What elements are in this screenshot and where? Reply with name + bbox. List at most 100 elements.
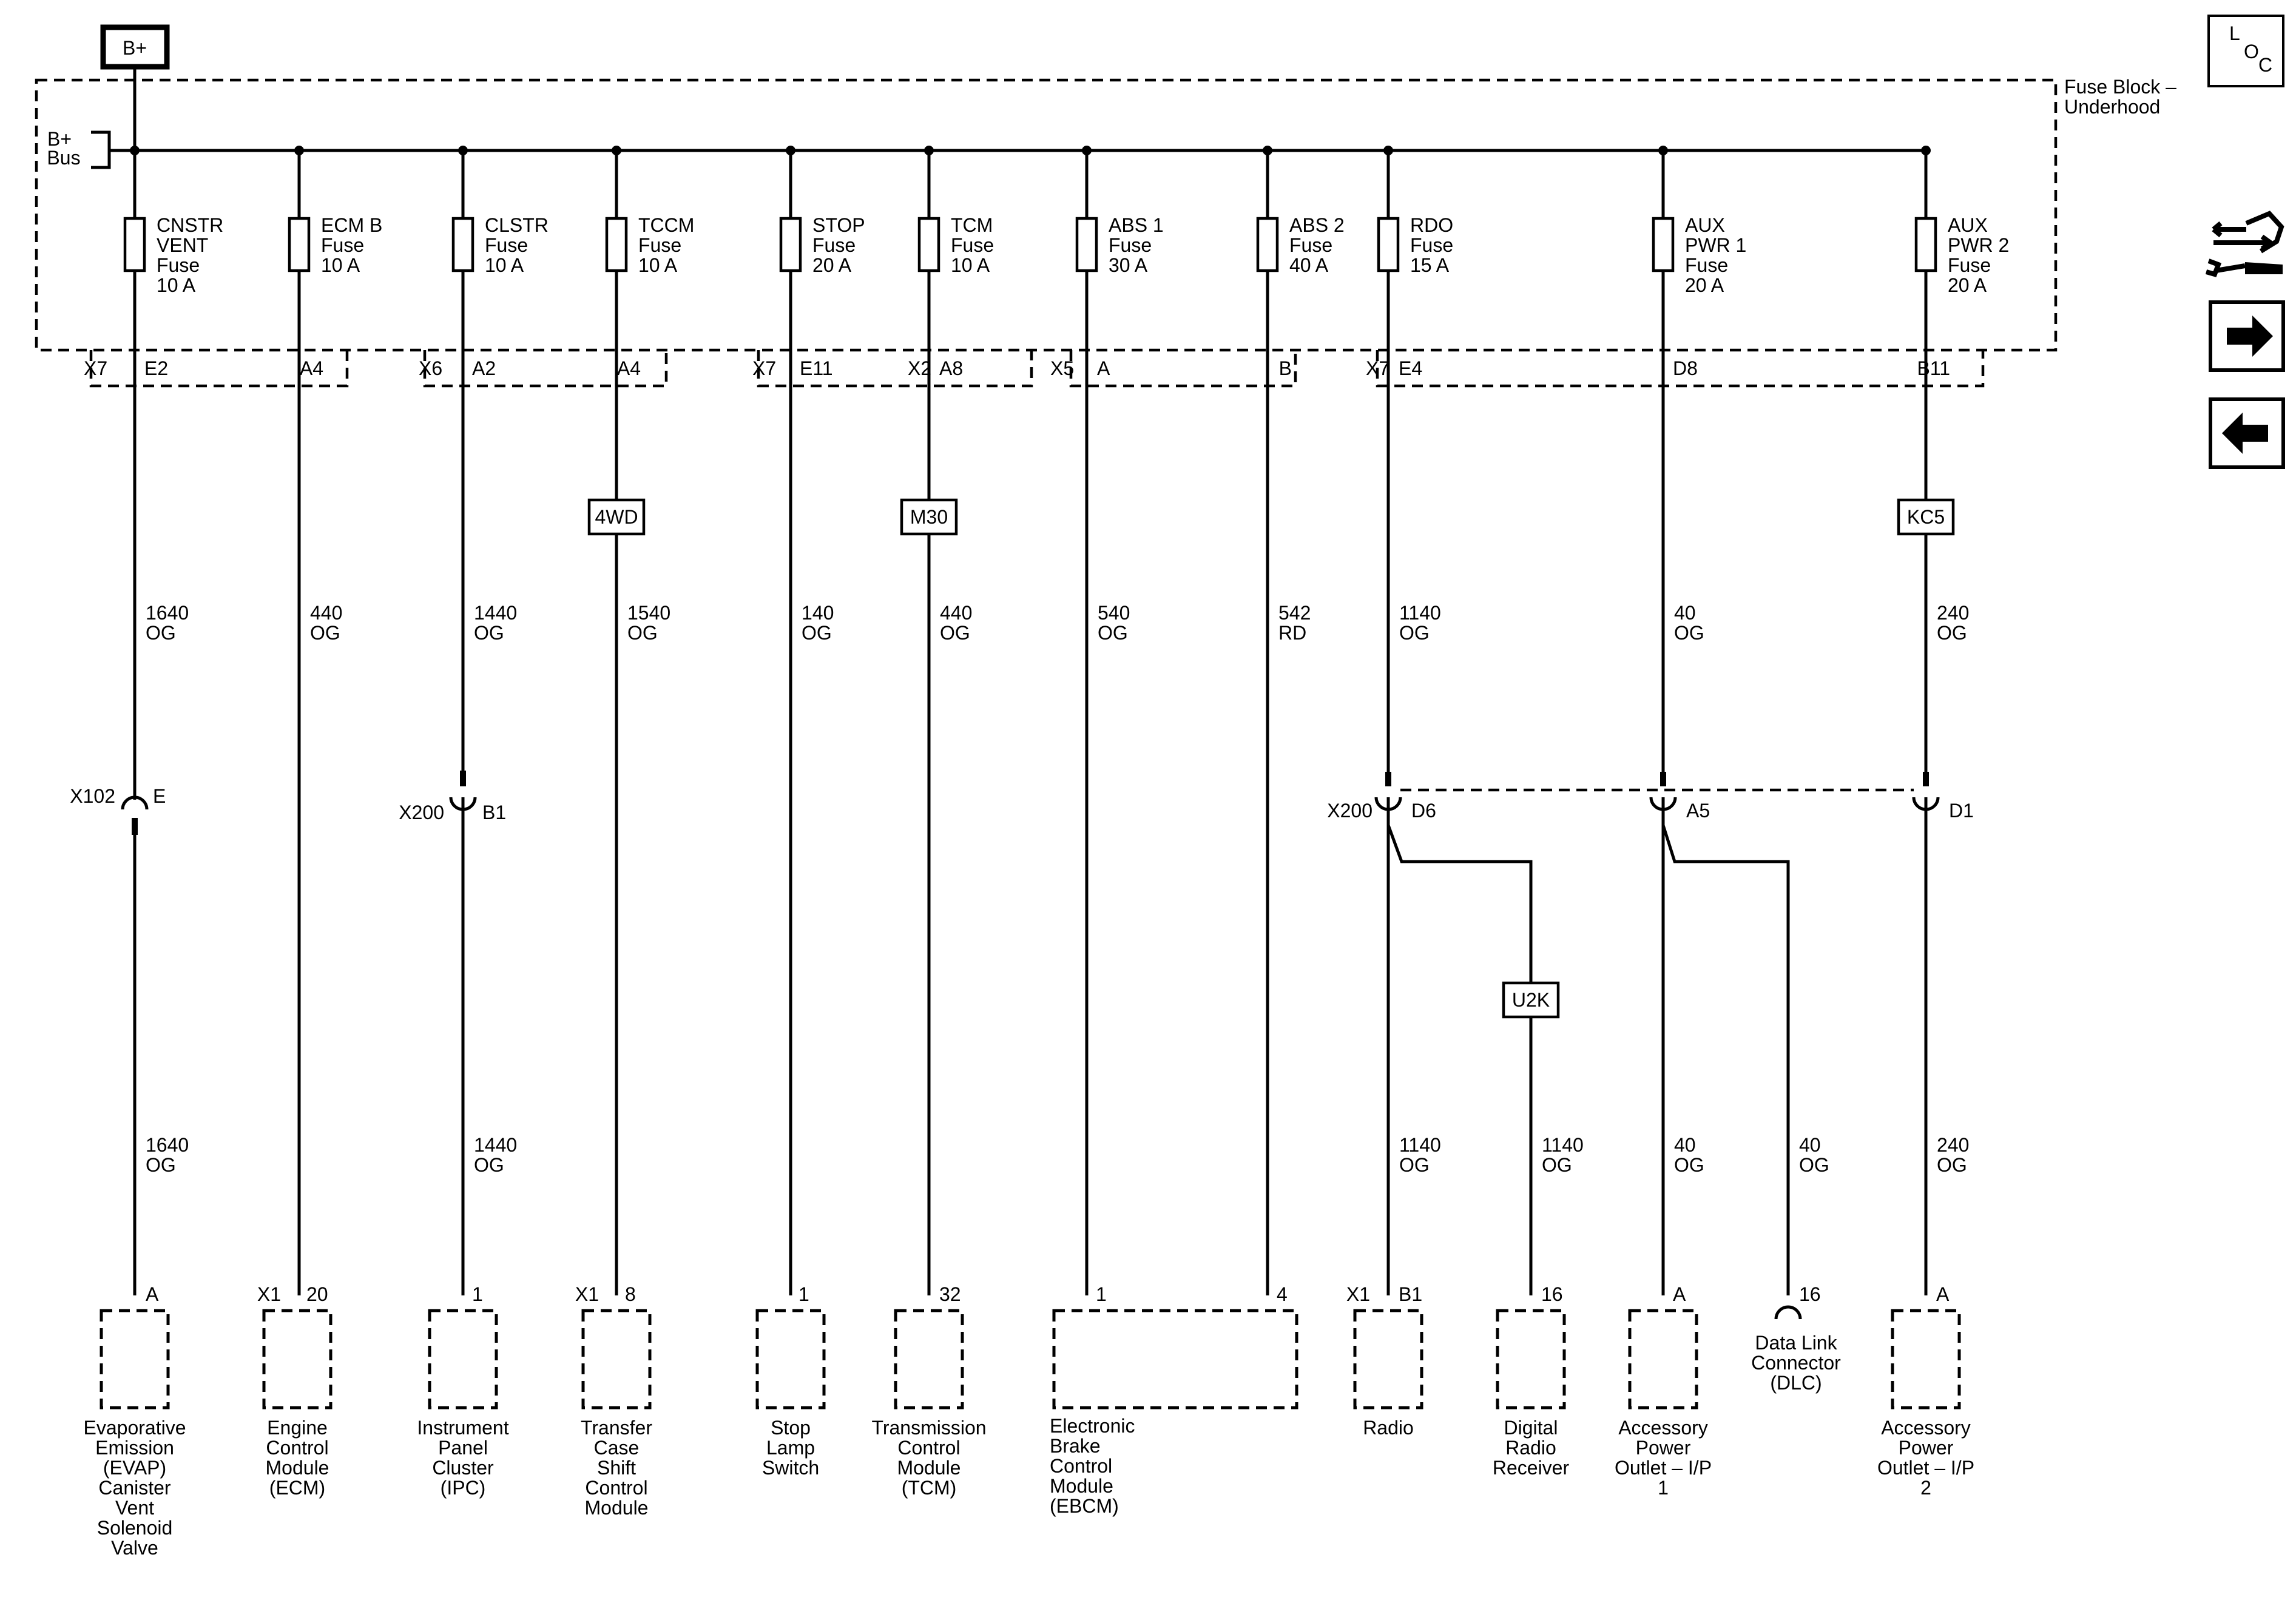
circuit-number: 440 [940, 602, 972, 624]
accessory-outlet-2-label: 2 [1920, 1477, 1931, 1499]
svg-text:B+: B+ [47, 128, 72, 150]
b-plus-bus-label: B+ Bus [47, 128, 135, 169]
option-u2k-label: U2K [1512, 989, 1550, 1011]
wire-color: RD [1278, 622, 1306, 644]
fuse-abs-2-label: 40 A [1289, 254, 1329, 276]
digital-radio-receiver-label: Receiver [1493, 1457, 1570, 1479]
connector-x200-pin-label: D6 [1411, 800, 1436, 822]
component-pin: A [1936, 1283, 1950, 1305]
stop-lamp-switch-label: Lamp [766, 1437, 815, 1459]
fuse-output-pin: A [1097, 357, 1110, 379]
wire-color: OG [1399, 1154, 1430, 1176]
tcm-label: Control [897, 1437, 960, 1459]
ipc-label: (IPC) [441, 1477, 486, 1499]
fuse-output-connector-name: X6 [419, 357, 442, 379]
evap-valve-label: Evaporative [84, 1417, 186, 1439]
component-pin: 8 [625, 1283, 636, 1305]
fuse-output-pin: E11 [800, 357, 833, 379]
component-pin: X1 [257, 1283, 281, 1305]
fuse-output-pin: E2 [144, 357, 168, 379]
wire-color: OG [474, 1154, 504, 1176]
fuse-aux-pwr-2-symbol [1914, 217, 1937, 272]
connector-x200-pin [1385, 772, 1391, 786]
svg-text:Bus: Bus [47, 147, 80, 169]
wire-color: OG [1674, 622, 1704, 644]
fuse-rdo-label: RDO [1410, 214, 1453, 236]
connector-x102-name: X102 [70, 785, 115, 807]
option-m30 [900, 498, 958, 536]
fuse-output-connector-outline [1069, 350, 1297, 388]
fuse-aux-pwr-1-label: 20 A [1685, 274, 1724, 296]
fuse-tccm-symbol [605, 217, 628, 272]
fuse-rdo-symbol [1377, 217, 1400, 272]
fuse-cnstr-vent-label: VENT [157, 234, 208, 256]
fuse-output-pin: E4 [1399, 357, 1422, 379]
fuse-cnstr-vent-label: 10 A [157, 274, 196, 296]
component-pin: 16 [1799, 1283, 1821, 1305]
fuse-output-pin: B11 [1917, 357, 1950, 379]
fuse-aux-pwr-1-symbol [1652, 217, 1675, 272]
connector-x200-name: X200 [399, 802, 444, 823]
bus-bracket [91, 130, 111, 169]
connector-x102-pin [132, 818, 138, 835]
evap-valve-label: Solenoid [97, 1517, 173, 1539]
wire-aux1-splice [1661, 825, 1790, 1295]
wire-color: OG [627, 622, 658, 644]
electronic-brake-control-module [1052, 1309, 1298, 1409]
fuse-output-pin: D8 [1673, 357, 1698, 379]
loc-button[interactable]: L O C [2207, 15, 2284, 87]
wire-color: OG [802, 622, 832, 644]
engine-control-module [262, 1309, 333, 1409]
component-pin: 20 [306, 1283, 328, 1305]
fuse-aux-pwr-1-label: Fuse [1685, 254, 1728, 276]
connector-x200-female [1374, 797, 1402, 811]
circuit-number: 1140 [1399, 602, 1441, 624]
fuse-output-connector-outline [1376, 350, 1985, 388]
connector-x200-pin [1923, 772, 1929, 786]
fuse-rdo-label: Fuse [1410, 234, 1453, 256]
connector-x200-pin-label: B1 [482, 802, 506, 823]
evap-valve-label: Canister [98, 1477, 171, 1499]
wire-color: OG [1937, 622, 1967, 644]
fuse-aux-pwr-1-label: PWR 1 [1685, 234, 1746, 256]
fuse-aux-pwr-2-label: Fuse [1948, 254, 1991, 276]
circuit-number: 1640 [146, 602, 189, 624]
fuse-clstr-label: Fuse [485, 234, 528, 256]
ecm-label: (ECM) [269, 1477, 325, 1499]
circuit-number: 540 [1098, 602, 1130, 624]
circuit-number: 1540 [627, 602, 670, 624]
wire-rdo-splice [1386, 825, 1533, 983]
wire-color: OG [1542, 1154, 1572, 1176]
connector-x200-female [1649, 797, 1677, 811]
fuse-abs-2-symbol [1256, 217, 1279, 272]
tccm-label: Case [594, 1437, 640, 1459]
b-plus-source: B+ [100, 24, 170, 70]
previous-arrow-icon[interactable] [2209, 397, 2285, 469]
fuse-abs-1-label: ABS 1 [1109, 214, 1164, 236]
component-pin: 1 [1096, 1283, 1107, 1305]
ipc-label: Cluster [432, 1457, 494, 1479]
fuse-ecm-b-label: Fuse [321, 234, 364, 256]
tcm-label: (TCM) [902, 1477, 957, 1499]
accessory-outlet-2-label: Power [1899, 1437, 1954, 1459]
transmission-control-module [894, 1309, 964, 1409]
fuse-abs-1-label: Fuse [1109, 234, 1152, 256]
fuse-aux-pwr-2-label: 20 A [1948, 274, 1987, 296]
fuse-stop-symbol [779, 217, 802, 272]
fuse-rdo-label: 15 A [1410, 254, 1450, 276]
circuit-number: 240 [1937, 1134, 1969, 1156]
option-m30-label: M30 [910, 506, 948, 528]
component-pin: A [1673, 1283, 1686, 1305]
tccm-label: Transfer [581, 1417, 652, 1439]
fuse-block-outline [35, 78, 2058, 352]
fuse-ecm-b-label: ECM B [321, 214, 382, 236]
connector-wrench-icon[interactable] [2205, 211, 2284, 277]
connector-x200-female [449, 797, 477, 811]
stop-lamp-switch-label: Stop [771, 1417, 811, 1439]
evap-valve-label: Emission [95, 1437, 174, 1459]
next-arrow-icon[interactable] [2209, 300, 2285, 372]
fuse-output-connector-name: X7 [1366, 357, 1389, 379]
fuse-abs-1-symbol [1075, 217, 1098, 272]
